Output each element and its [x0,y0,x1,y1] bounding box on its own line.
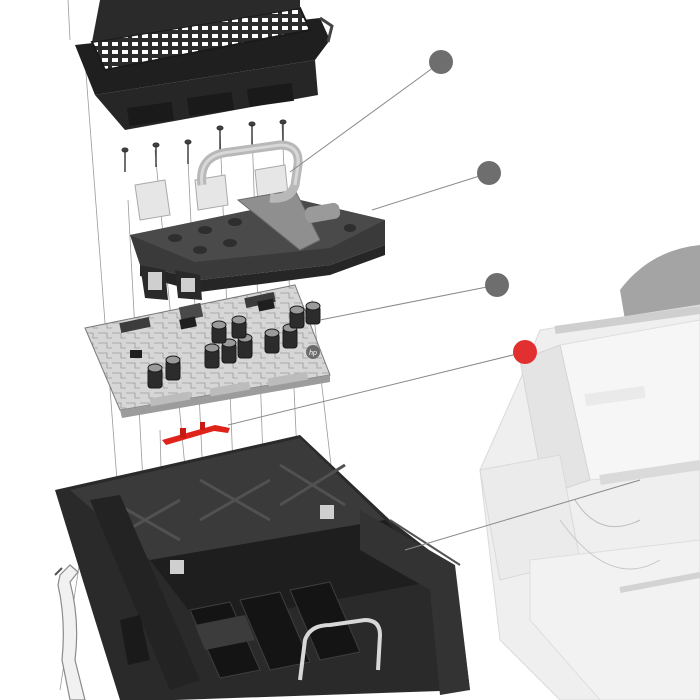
leader-carriage-handle [289,61,442,173]
board-capacitors [130,298,321,389]
carriage-top-grille [75,0,334,130]
flex-cable [54,564,86,700]
callout-marker-carriage-handle[interactable] [429,50,453,74]
leader-flex-clip [227,351,526,426]
leader-base-tray [404,479,641,551]
callout-marker-carriage-pcb[interactable] [485,273,509,297]
callout-marker-carriage-cover[interactable] [477,161,501,185]
carriage-circuit-board: hp [84,284,331,418]
hp-logo-text: hp [309,350,317,357]
leader-carriage-cover [371,172,490,211]
callout-markers [429,50,537,364]
carriage-cover-assembly [130,140,385,300]
printer-chassis-ghost [479,245,700,700]
leader-carriage-pcb [319,284,498,321]
carriage-base-tray [55,435,470,700]
callout-leaders [227,61,641,551]
callout-marker-flex-clip-highlighted[interactable] [513,340,537,364]
highlighted-flex-clip-part [162,422,230,445]
fixing-screws [121,119,287,172]
hp-logo-mark [306,345,320,359]
